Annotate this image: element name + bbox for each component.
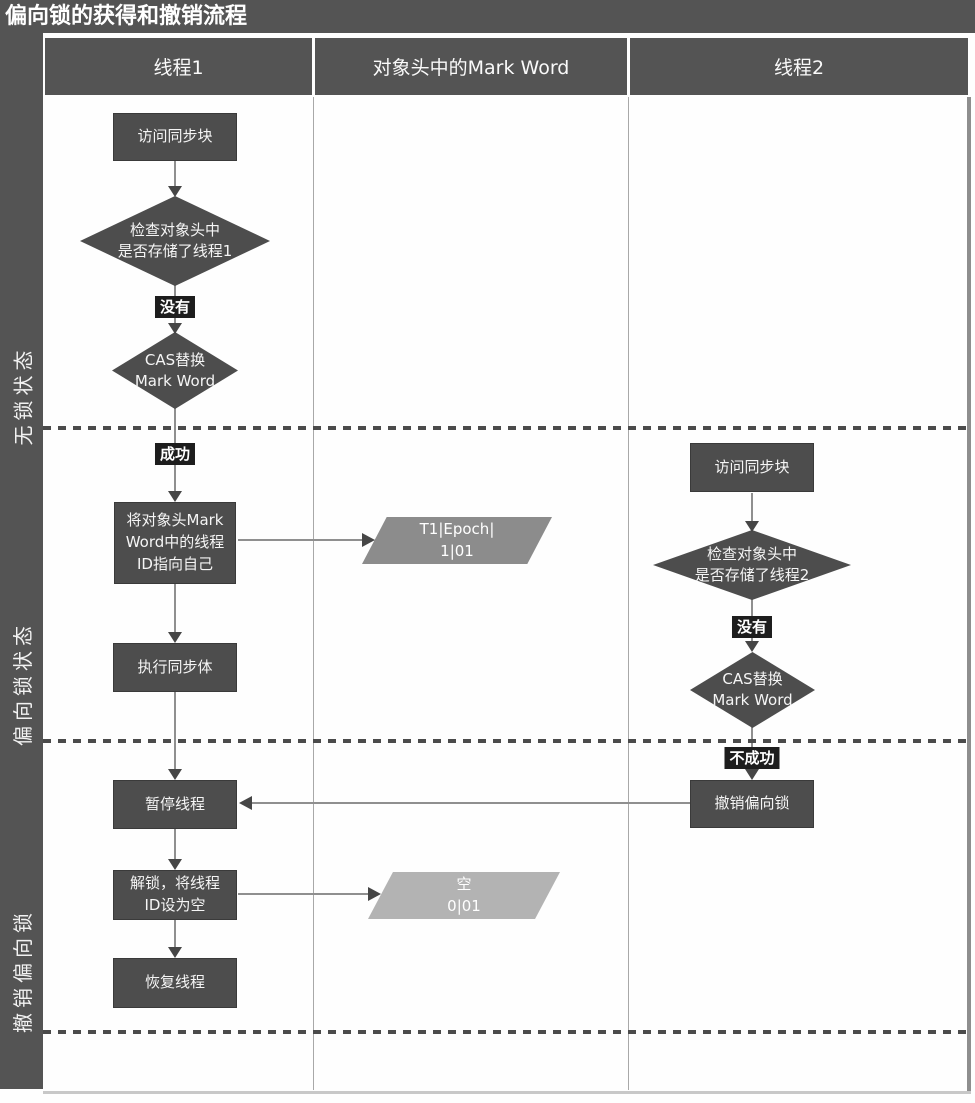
lane-divider-1 <box>313 97 314 1090</box>
node-t1-execute-sync-body: 执行同步体 <box>113 643 237 692</box>
connector-line <box>751 493 753 523</box>
lane-header-markword: 对象头中的Mark Word <box>315 38 627 95</box>
arrow-down-icon <box>745 641 759 652</box>
stage-separator-3 <box>43 1030 967 1034</box>
node-markword-empty-state: 空 0|01 <box>368 872 560 919</box>
node-t1-access-sync-block: 访问同步块 <box>113 113 237 161</box>
connector-line <box>174 161 176 187</box>
arrow-down-icon <box>168 947 182 958</box>
arrow-down-icon <box>745 521 759 532</box>
lane-divider-2 <box>628 97 629 1090</box>
arrow-left-icon <box>239 796 252 810</box>
lane-header-thread2: 线程2 <box>630 38 968 95</box>
bottom-border <box>43 1091 971 1094</box>
connector-line <box>238 539 364 541</box>
node-t1-resume-thread: 恢复线程 <box>113 958 237 1008</box>
stage-label-revoke: 撤销偏向锁 <box>11 907 35 1033</box>
decision-t2-cas-markword: CAS替换 Mark Word <box>690 652 815 728</box>
edge-label-t1-no: 没有 <box>154 296 196 318</box>
connector-line <box>174 692 176 771</box>
stage-separator-1 <box>43 426 967 430</box>
decision-t1-check-header: 检查对象头中 是否存储了线程1 <box>80 196 270 286</box>
node-t2-revoke-biased-lock: 撤销偏向锁 <box>690 780 814 828</box>
connector-line <box>252 802 690 804</box>
arrow-right-icon <box>368 887 381 901</box>
diagram-title: 偏向锁的获得和撤销流程 <box>0 0 975 33</box>
stage-rail <box>0 33 43 1089</box>
node-markword-biased-state: T1|Epoch| 1|01 <box>362 517 552 564</box>
connector-line <box>174 583 176 634</box>
stage-label-lock-free: 无锁状态 <box>11 345 35 445</box>
arrow-right-icon <box>362 533 375 547</box>
arrow-down-icon <box>168 632 182 643</box>
edge-label-t1-success: 成功 <box>154 443 196 465</box>
connector-line <box>174 829 176 861</box>
edge-label-t2-no: 没有 <box>731 616 773 638</box>
stage-label-biased: 偏向锁状态 <box>11 620 35 746</box>
node-t1-set-thread-id: 将对象头Mark Word中的线程 ID指向自己 <box>114 502 236 584</box>
right-border <box>967 97 971 1091</box>
arrow-down-icon <box>168 769 182 780</box>
node-t1-pause-thread: 暂停线程 <box>113 780 237 829</box>
arrow-down-icon <box>168 859 182 870</box>
arrow-down-icon <box>745 769 759 780</box>
connector-line <box>238 893 370 895</box>
decision-t2-check-header: 检查对象头中 是否存储了线程2 <box>653 530 851 600</box>
decision-t1-cas-markword: CAS替换 Mark Word <box>112 332 238 409</box>
stage-separator-2 <box>43 739 967 743</box>
connector-line <box>174 920 176 949</box>
node-t2-access-sync-block: 访问同步块 <box>690 443 814 492</box>
node-t1-unlock-clear-id: 解锁，将线程 ID设为空 <box>113 870 237 920</box>
arrow-down-icon <box>168 186 182 197</box>
lane-header-thread1: 线程1 <box>45 38 312 95</box>
edge-label-t2-fail: 不成功 <box>724 747 780 769</box>
arrow-down-icon <box>168 491 182 502</box>
arrow-down-icon <box>168 323 182 334</box>
